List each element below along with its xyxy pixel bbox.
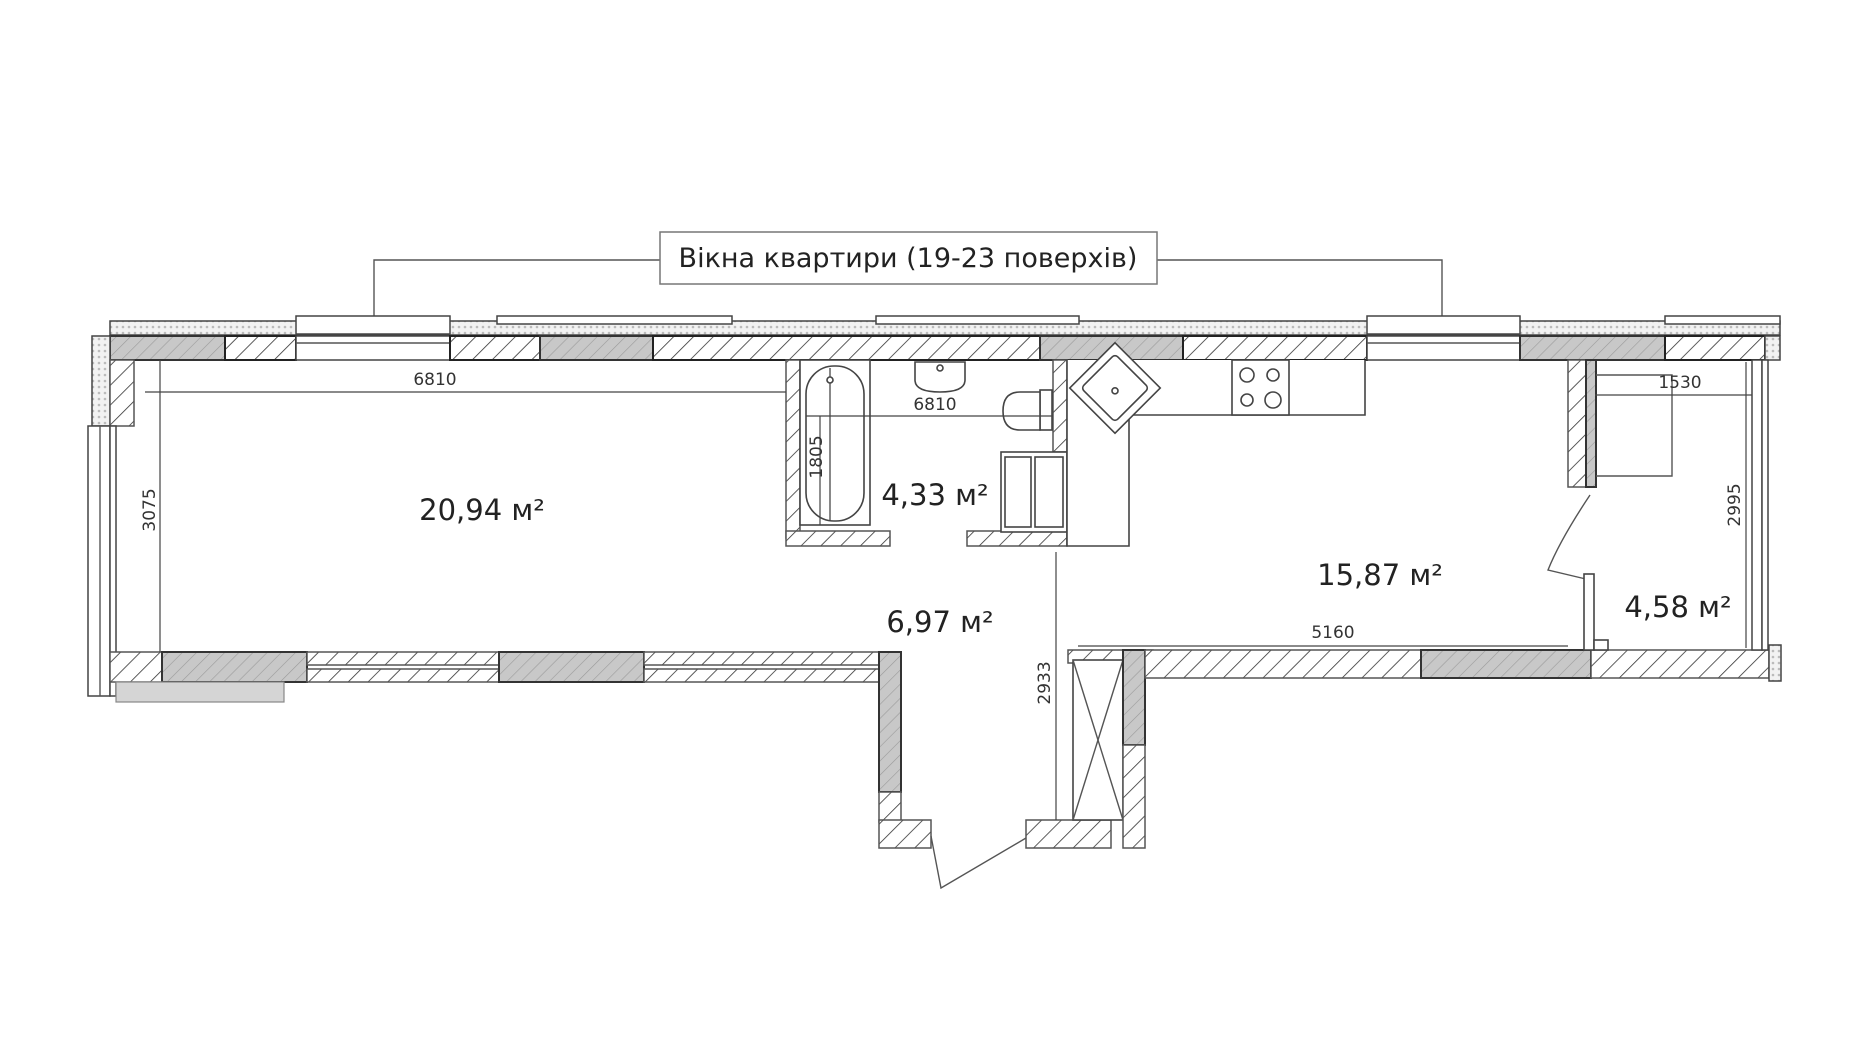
callout-box [659,231,1158,285]
area-balcony: 4,58 м² [1624,590,1731,624]
svg-text:6810: 6810 [913,395,956,415]
bathroom-walls [785,359,1068,547]
left-wall [87,335,135,697]
living-bottom-wall [109,651,932,849]
toilet [1002,389,1053,431]
kitchen-bottom-wall [1144,644,1782,682]
svg-text:3075: 3075 [140,488,160,531]
area-living-room: 20,94 м² [419,493,545,527]
windows-callout: Вікна квартири (19-23 поверхів) [373,231,1443,316]
svg-text:2995: 2995 [1725,483,1745,526]
area-bathroom: 4,33 м² [881,478,988,512]
svg-text:6810: 6810 [413,370,456,390]
top-facade [109,315,1781,336]
area-kitchen-living: 15,87 м² [1317,558,1443,592]
washbasin [914,361,966,393]
bathtub [799,359,871,526]
svg-text:5160: 5160 [1311,623,1354,643]
callout-label: Вікна квартири (19-23 поверхів) [679,243,1138,274]
top-wall [109,335,1781,361]
balcony-partition [1547,359,1769,651]
entrance-door [930,835,1027,890]
svg-text:2933: 2933 [1035,661,1055,704]
dimensions: 6810 3075 6810 1805 2933 5160 1530 2995 [140,360,1752,820]
area-hallway: 6,97 м² [886,605,993,639]
room-areas: 20,94 м² 4,33 м² 6,97 м² 15,87 м² 4,58 м… [419,478,1732,639]
svg-text:1805: 1805 [807,435,827,478]
svg-text:1530: 1530 [1658,373,1701,393]
kitchen-counter [1066,341,1366,547]
